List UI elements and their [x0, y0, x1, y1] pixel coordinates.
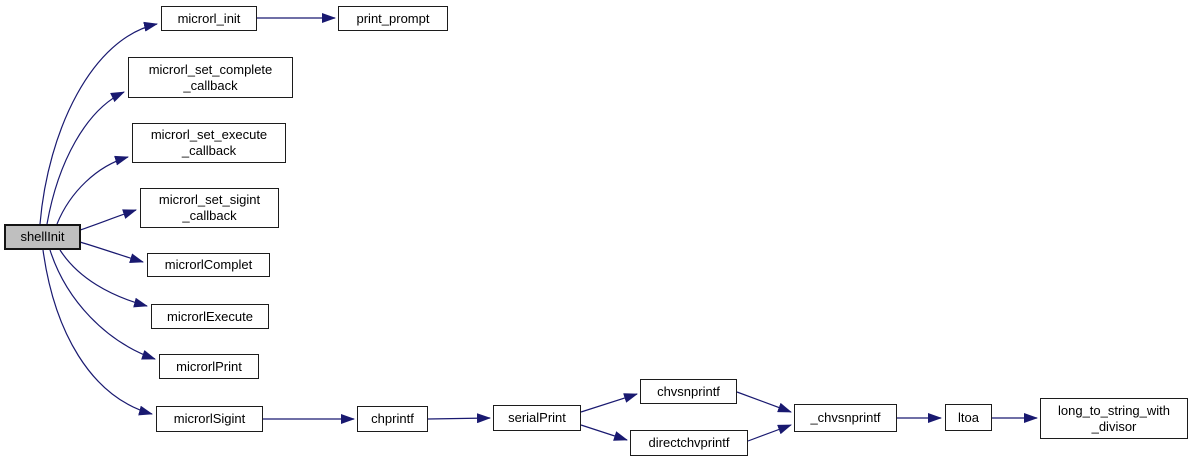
node-ltoa[interactable]: ltoa — [945, 404, 992, 431]
node-chvsnprintf-internal[interactable]: _chvsnprintf — [794, 404, 897, 432]
edge-shellinit-to-microrl-init — [39, 21, 158, 225]
edge-serialprint-to-directchvprintf — [580, 424, 628, 441]
node-chprintf[interactable]: chprintf — [357, 406, 428, 432]
edge-shellinit-to-set-execute-callback — [56, 155, 129, 225]
edge-chprintf-to-serialprint — [427, 413, 491, 424]
node-microrlsigint[interactable]: microrlSigint — [156, 406, 263, 432]
node-microrlcomplet[interactable]: microrlComplet — [147, 253, 270, 277]
edge-shellinit-to-microrlsigint — [42, 249, 153, 416]
node-microrl-init[interactable]: microrl_init — [161, 6, 257, 31]
node-microrl-set-execute-callback[interactable]: microrl_set_execute _callback — [132, 123, 286, 163]
edge-chvsnprintf-to-chvsnprintf-internal — [736, 391, 792, 413]
node-shellinit[interactable]: shellInit — [4, 224, 81, 250]
edge-shellinit-to-microrlexecute — [59, 249, 148, 308]
node-microrl-set-complete-callback[interactable]: microrl_set_complete _callback — [128, 57, 293, 98]
node-microrl-set-sigint-callback[interactable]: microrl_set_sigint _callback — [140, 188, 279, 228]
edge-shellinit-to-set-complete-callback — [46, 91, 125, 225]
node-long-to-string-with-divisor[interactable]: long_to_string_with _divisor — [1040, 398, 1188, 439]
node-print-prompt[interactable]: print_prompt — [338, 6, 448, 31]
node-chvsnprintf[interactable]: chvsnprintf — [640, 379, 737, 404]
edge-shellinit-to-set-sigint-callback — [79, 209, 137, 231]
edge-serialprint-to-chvsnprintf — [580, 393, 638, 413]
node-microrlprint[interactable]: microrlPrint — [159, 354, 259, 379]
edge-shellinit-to-microrlcomplet — [79, 241, 144, 263]
node-microrlexecute[interactable]: microrlExecute — [151, 304, 269, 329]
node-serialprint[interactable]: serialPrint — [493, 405, 581, 431]
node-directchvprintf[interactable]: directchvprintf — [630, 430, 748, 456]
edge-shellinit-to-microrlprint — [49, 249, 156, 360]
edge-directchvprintf-to-chvsnprintf-internal — [747, 424, 792, 442]
